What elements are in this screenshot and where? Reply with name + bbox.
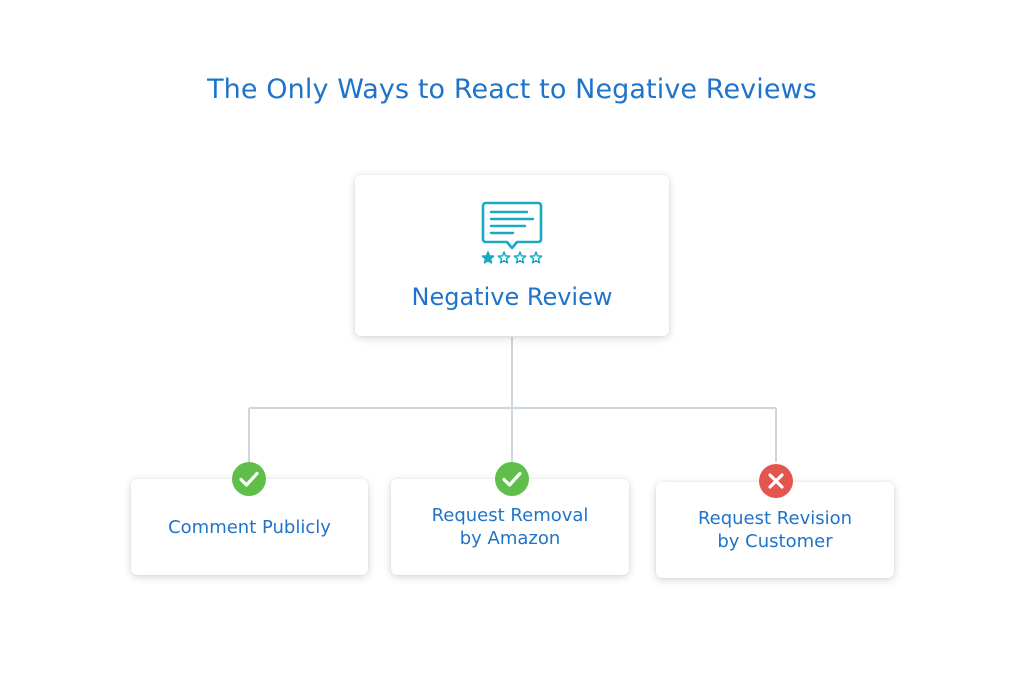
option-card-request-revision: Request Revision by Customer bbox=[656, 482, 894, 578]
star-empty-icon bbox=[513, 251, 527, 264]
star-empty-icon bbox=[497, 251, 511, 264]
option-card-request-removal: Request Removal by Amazon bbox=[391, 479, 629, 575]
rating-stars bbox=[481, 251, 543, 264]
check-circle-icon bbox=[495, 462, 529, 496]
x-circle-icon bbox=[759, 464, 793, 498]
star-filled-icon bbox=[481, 251, 495, 264]
review-star-rating-icon bbox=[481, 201, 543, 264]
option-label: Request Revision by Customer bbox=[697, 508, 853, 552]
star-empty-icon bbox=[529, 251, 543, 264]
option-label: Comment Publicly bbox=[168, 516, 331, 538]
root-node-label: Negative Review bbox=[411, 283, 613, 311]
option-label: Request Removal by Amazon bbox=[431, 505, 589, 549]
diagram-title: The Only Ways to React to Negative Revie… bbox=[207, 74, 817, 105]
check-circle-icon bbox=[232, 462, 266, 496]
